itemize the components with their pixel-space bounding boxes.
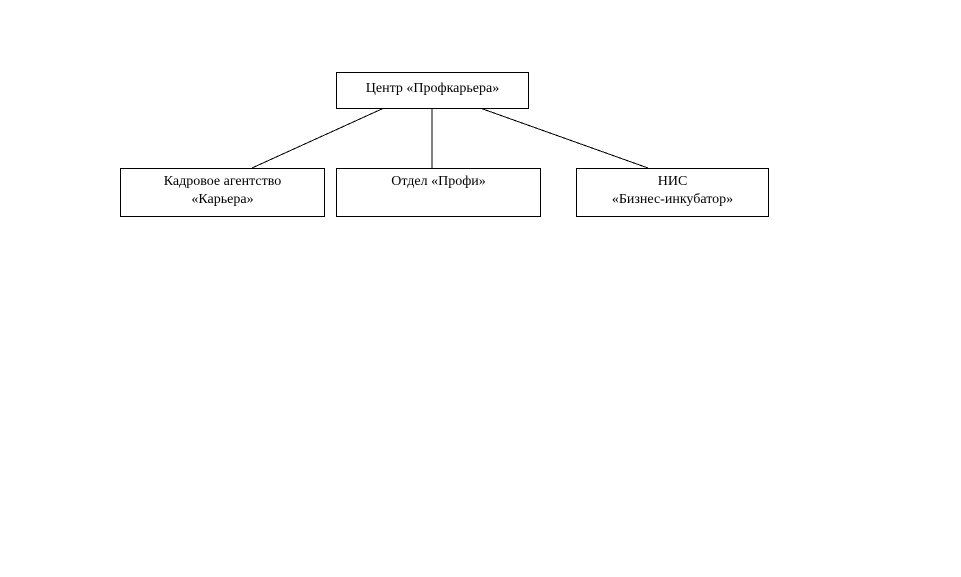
connector-root-to-kadrovoe-agentstvo	[251, 107, 385, 169]
node-otdel-profi-line1: Отдел «Профи»	[391, 174, 486, 189]
node-nis-biznes-inkubator: НИС «Бизнес-инкубатор»	[576, 168, 769, 217]
node-nis-line2: «Бизнес-инкубатор»	[611, 192, 734, 207]
node-kadrovoe-agentstvo: Кадровое агентство «Карьера»	[120, 168, 325, 217]
node-nis-line1: НИС	[657, 174, 688, 189]
node-kadrovoe-agentstvo-line2: «Карьера»	[191, 192, 254, 207]
connector-root-to-nis	[479, 107, 649, 169]
node-kadrovoe-agentstvo-line1: Кадровое агентство	[163, 174, 282, 189]
node-otdel-profi: Отдел «Профи»	[336, 168, 541, 217]
node-center-profkariera: Центр «Профкарьера»	[336, 72, 529, 109]
node-center-profkariera-label: Центр «Профкарьера»	[365, 81, 500, 96]
